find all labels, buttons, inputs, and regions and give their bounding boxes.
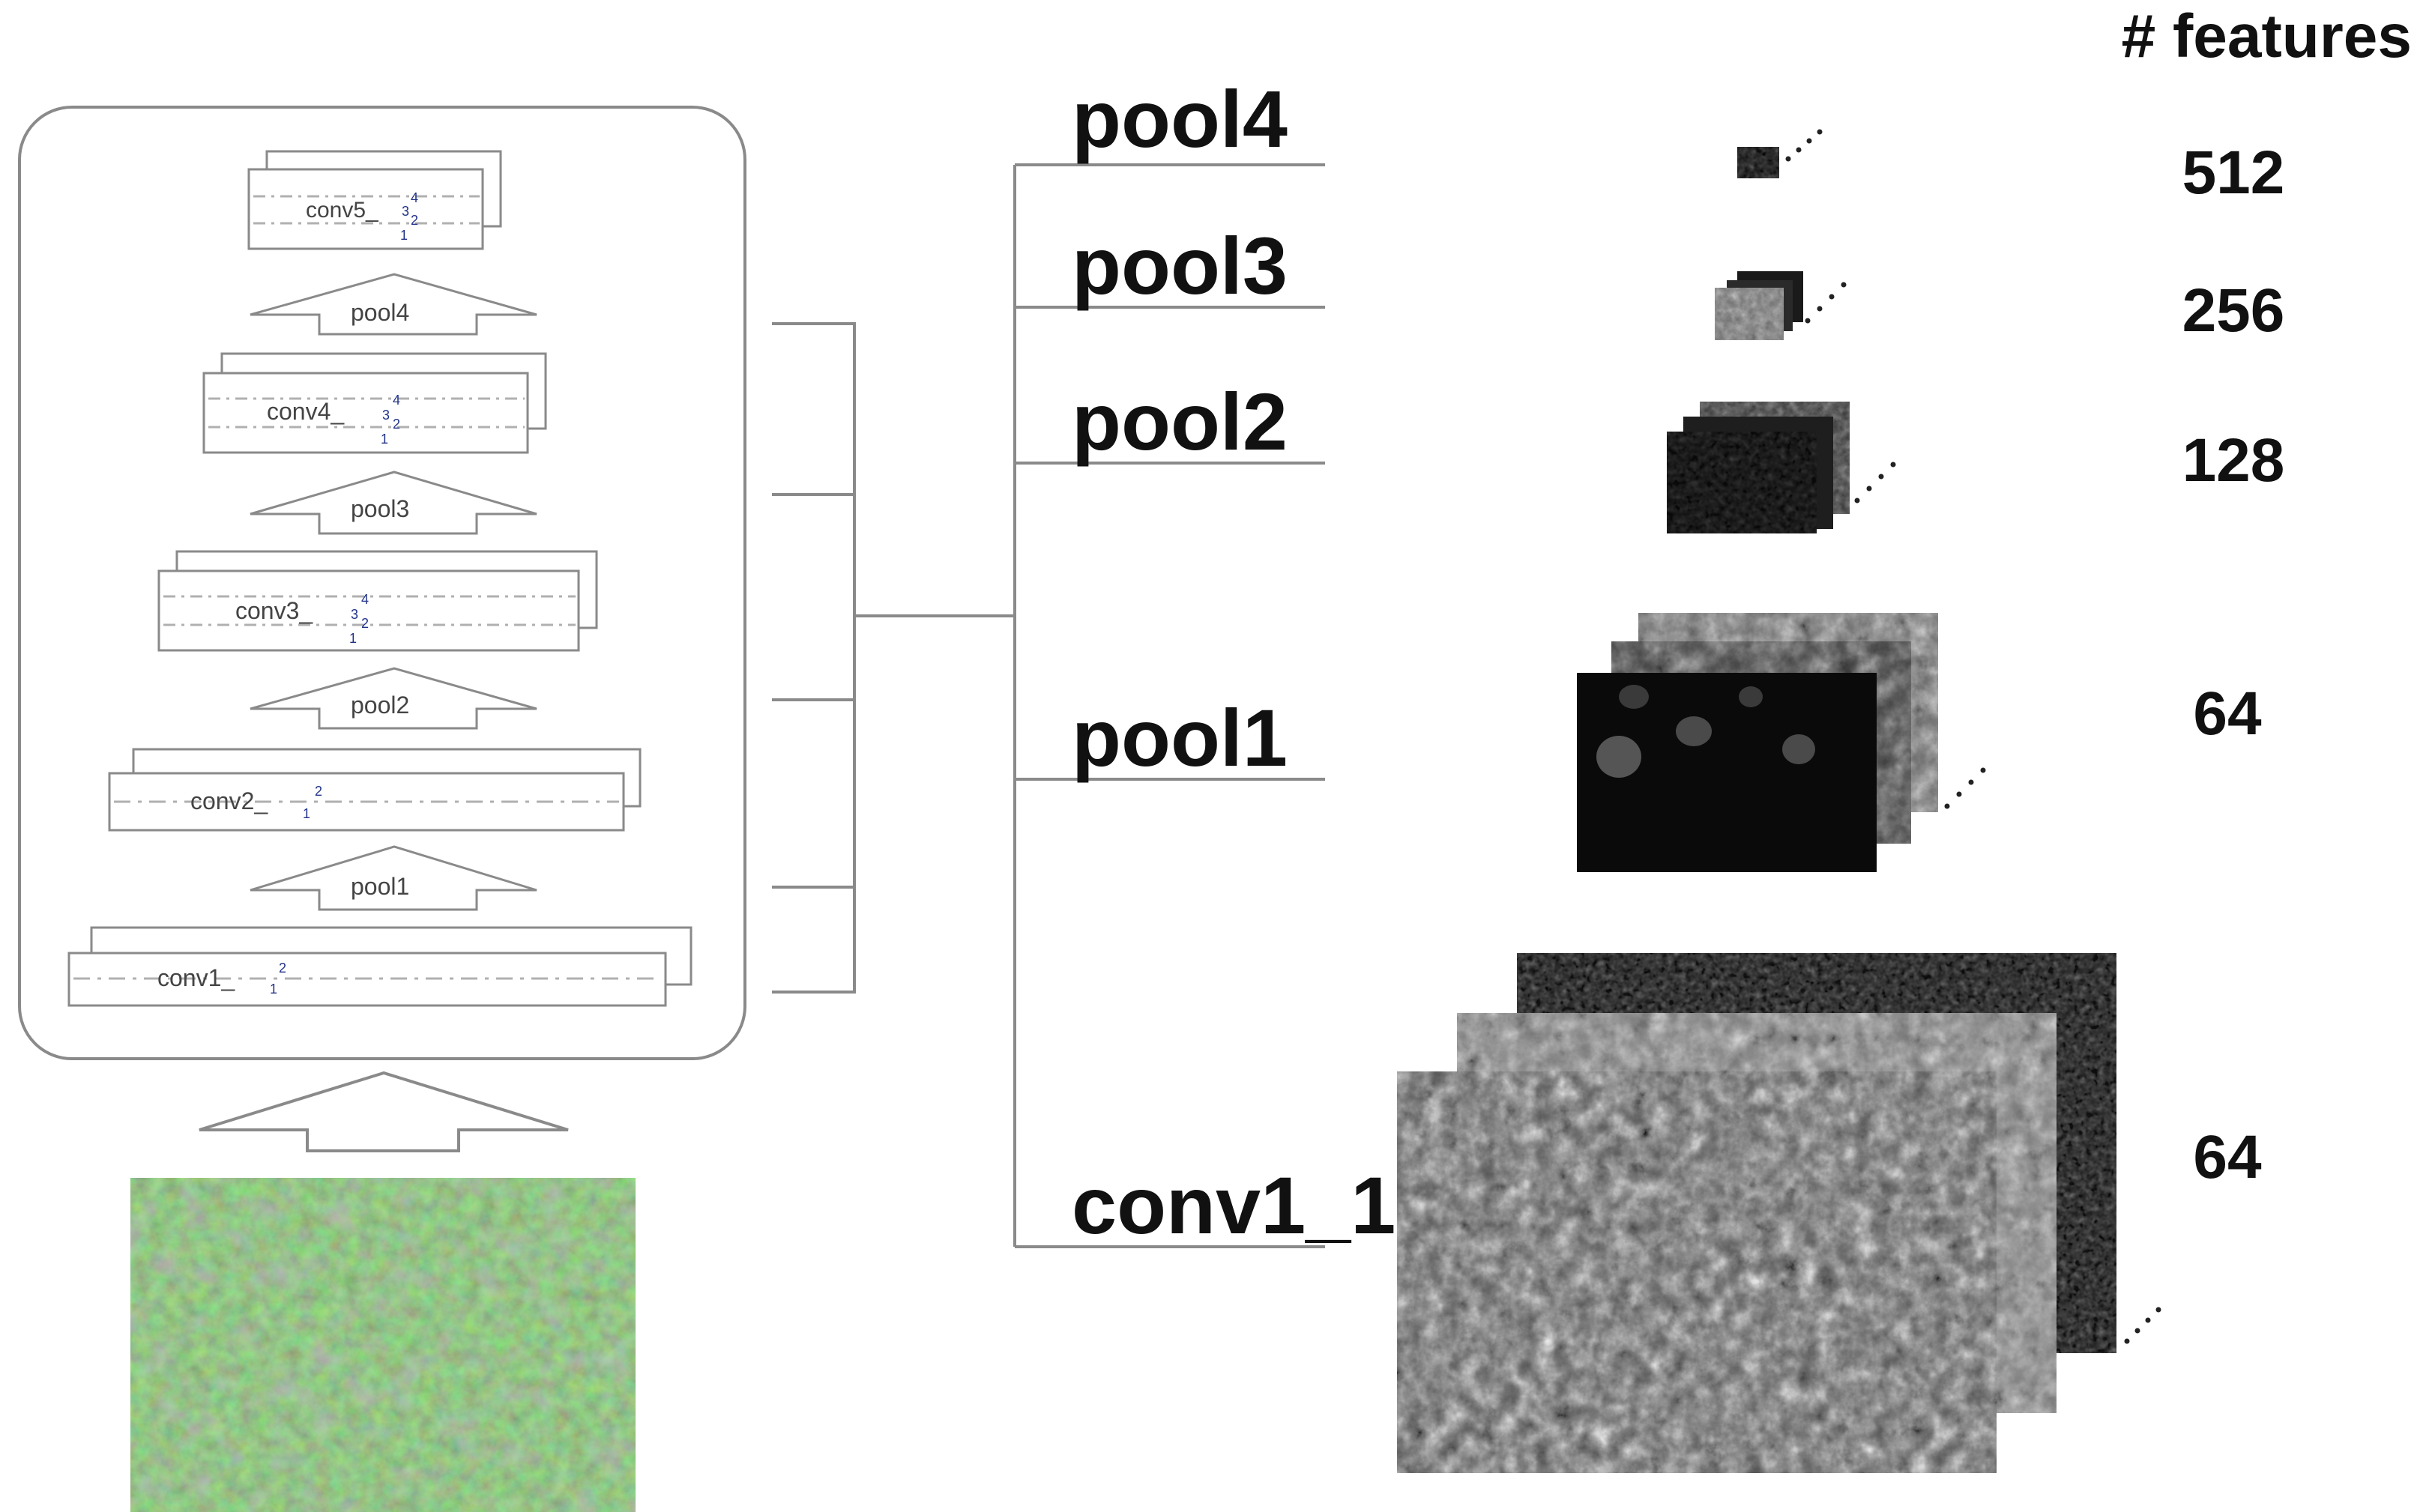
feature-maps-pool1 [1577, 613, 1986, 872]
conv4-sub-1: 1 [381, 432, 388, 447]
network-frame [18, 106, 746, 1060]
pool2-ellipsis-dots [1854, 462, 1896, 504]
conv2-block: conv2_ 1 2 [108, 748, 642, 832]
pool2-arrow: pool2 [250, 667, 537, 730]
input-arrow [199, 1071, 569, 1152]
feature-maps-pool3 [1715, 271, 1847, 340]
conv1-sub-2: 2 [279, 961, 286, 976]
conv5-label: conv5_ [306, 198, 379, 223]
conv5-sub-3: 3 [402, 204, 409, 219]
pool1-ellipsis-dots [1944, 767, 1986, 809]
conv4-block: conv4_ 1 2 3 4 [202, 352, 547, 454]
conv4-sub-4: 4 [393, 393, 400, 408]
pool3-arrow: pool3 [250, 471, 537, 535]
pool3-ellipsis-dots [1805, 282, 1847, 324]
layer-label-pool4: pool4 [1072, 73, 1288, 164]
feature-maps-pool2 [1667, 402, 1896, 533]
conv3-label: conv3_ [235, 597, 313, 624]
conv2-label: conv2_ [190, 787, 268, 814]
forest-input-image [130, 1178, 636, 1512]
conv4-label: conv4_ [267, 398, 345, 425]
layer-label-conv1_1: conv1_1 [1072, 1160, 1395, 1251]
feature-maps-pool4 [1737, 129, 1823, 178]
conv1_1-ellipsis-dots [2124, 1307, 2161, 1344]
layer-label-pool1: pool1 [1072, 692, 1288, 783]
layer-label-pool3: pool3 [1072, 220, 1288, 311]
conv3-sub-4: 4 [361, 592, 369, 607]
conv3-sub-2: 2 [361, 616, 369, 631]
conv5-sub-4: 4 [411, 190, 418, 205]
feature-count-pool4: 512 [2182, 139, 2285, 207]
connector-bracket [772, 163, 1325, 1248]
conv1-label: conv1_ [157, 964, 235, 991]
feature-count-pool3: 256 [2182, 276, 2285, 345]
conv3-sub-1: 1 [349, 631, 357, 646]
conv1-sub-1: 1 [270, 982, 277, 997]
pool1-arrow: pool1 [250, 845, 537, 911]
feature-maps-conv1_1 [1397, 953, 2161, 1473]
conv3-sub-3: 3 [351, 607, 358, 622]
feature-count-pool2: 128 [2182, 426, 2285, 495]
feature-count-conv1_1: 64 [2193, 1123, 2262, 1191]
pool4-arrow-label: pool4 [351, 299, 409, 326]
conv2-sub-2: 2 [315, 784, 322, 799]
conv1-block: conv1_ 1 2 [67, 926, 693, 1007]
layer-label-pool2: pool2 [1072, 376, 1288, 467]
pool2-arrow-label: pool2 [351, 692, 409, 719]
pool4-arrow: pool4 [250, 273, 537, 336]
conv5-sub-1: 1 [400, 228, 408, 243]
conv5-sub-2: 2 [411, 213, 418, 228]
conv2-sub-1: 1 [303, 806, 310, 821]
conv5-block: conv5_ 1 2 3 4 [247, 150, 502, 250]
pool1-arrow-label: pool1 [351, 873, 409, 900]
feature-count-pool1: 64 [2193, 680, 2262, 748]
pool3-arrow-label: pool3 [351, 495, 409, 522]
features-header: # features [2122, 2, 2412, 70]
conv4-sub-2: 2 [393, 417, 400, 432]
conv3-block: conv3_ 1 2 3 4 [157, 550, 598, 652]
conv4-sub-3: 3 [382, 408, 390, 423]
pool4-ellipsis-dots [1785, 129, 1823, 162]
